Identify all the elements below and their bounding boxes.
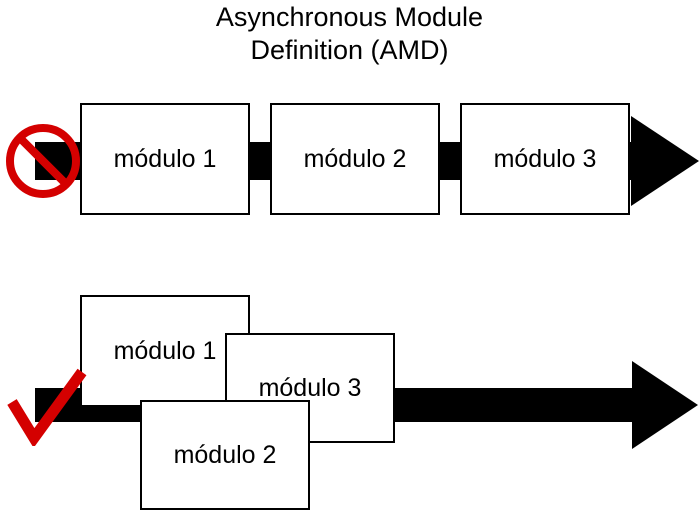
- sync-module-1-label: módulo 1: [113, 144, 217, 173]
- checkmark-icon: [4, 364, 88, 451]
- async-module-box-2: módulo 2: [140, 400, 310, 510]
- sync-module-box-1: módulo 1: [80, 103, 250, 215]
- async-module-1-label: módulo 1: [113, 336, 217, 365]
- sync-module-box-2: módulo 2: [270, 103, 440, 215]
- async-module-2-label: módulo 2: [173, 440, 277, 469]
- title-line-1: Asynchronous Module: [215, 2, 484, 32]
- sync-module-box-3: módulo 3: [460, 103, 630, 215]
- async-timeline-arrow-head: [632, 361, 698, 449]
- sync-module-2-label: módulo 2: [303, 144, 407, 173]
- title-line-2: Definition (AMD): [250, 34, 449, 65]
- no-entry-icon: [4, 122, 82, 205]
- sync-timeline-arrow-head: [631, 116, 699, 206]
- sync-module-3-label: módulo 3: [493, 144, 597, 173]
- diagram-title: Asynchronous Module Definition (AMD): [0, 1, 699, 67]
- async-module-3-label: módulo 3: [258, 373, 362, 402]
